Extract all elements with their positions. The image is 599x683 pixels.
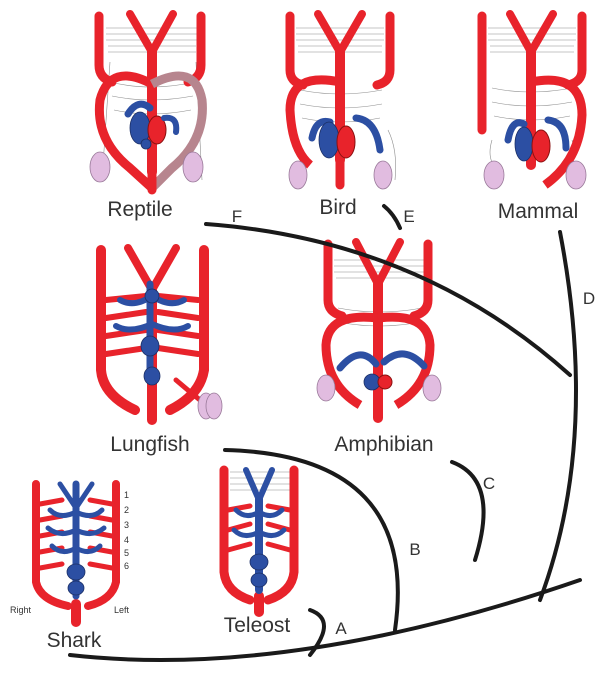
label-mammal: Mammal: [498, 200, 579, 223]
branch-label-e: E: [403, 207, 414, 226]
gill-arch-number-2: 2: [124, 505, 129, 515]
reptile-circulation-illustration: [90, 14, 203, 190]
lungfish-circulation-illustration: [101, 248, 222, 420]
reptile-bird-branch-f: [206, 224, 570, 375]
bird-branch-e: [384, 206, 400, 228]
shark-branch: [70, 580, 580, 660]
label-amphibian: Amphibian: [334, 433, 433, 456]
label-lungfish: Lungfish: [110, 433, 189, 456]
branch-label-b: B: [409, 540, 420, 559]
gill-arch-number-4: 4: [124, 535, 129, 545]
gill-arch-number-6: 6: [124, 561, 129, 571]
branch-label-f: F: [232, 207, 242, 226]
label-reptile: Reptile: [107, 198, 172, 221]
label-teleost: Teleost: [224, 614, 291, 637]
amphibian-circulation-illustration: [317, 242, 441, 418]
gill-arch-number-1: 1: [124, 490, 129, 500]
shark-circulation-illustration: [36, 484, 116, 622]
bird-circulation-illustration: [289, 14, 396, 189]
label-bird: Bird: [319, 196, 356, 219]
gill-arch-number-3: 3: [124, 520, 129, 530]
amphibian-branch-c: [452, 462, 484, 560]
orientation-right: Right: [10, 605, 32, 615]
branch-label-d: D: [583, 289, 595, 308]
branch-label-a: A: [335, 619, 347, 638]
tetrapod-branch-d: [540, 232, 576, 600]
teleost-circulation-illustration: [224, 470, 294, 612]
gill-arch-number-5: 5: [124, 548, 129, 558]
orientation-left: Left: [114, 605, 130, 615]
label-shark: Shark: [47, 629, 102, 652]
branch-label-c: C: [483, 474, 495, 493]
mammal-circulation-illustration: [482, 14, 586, 189]
